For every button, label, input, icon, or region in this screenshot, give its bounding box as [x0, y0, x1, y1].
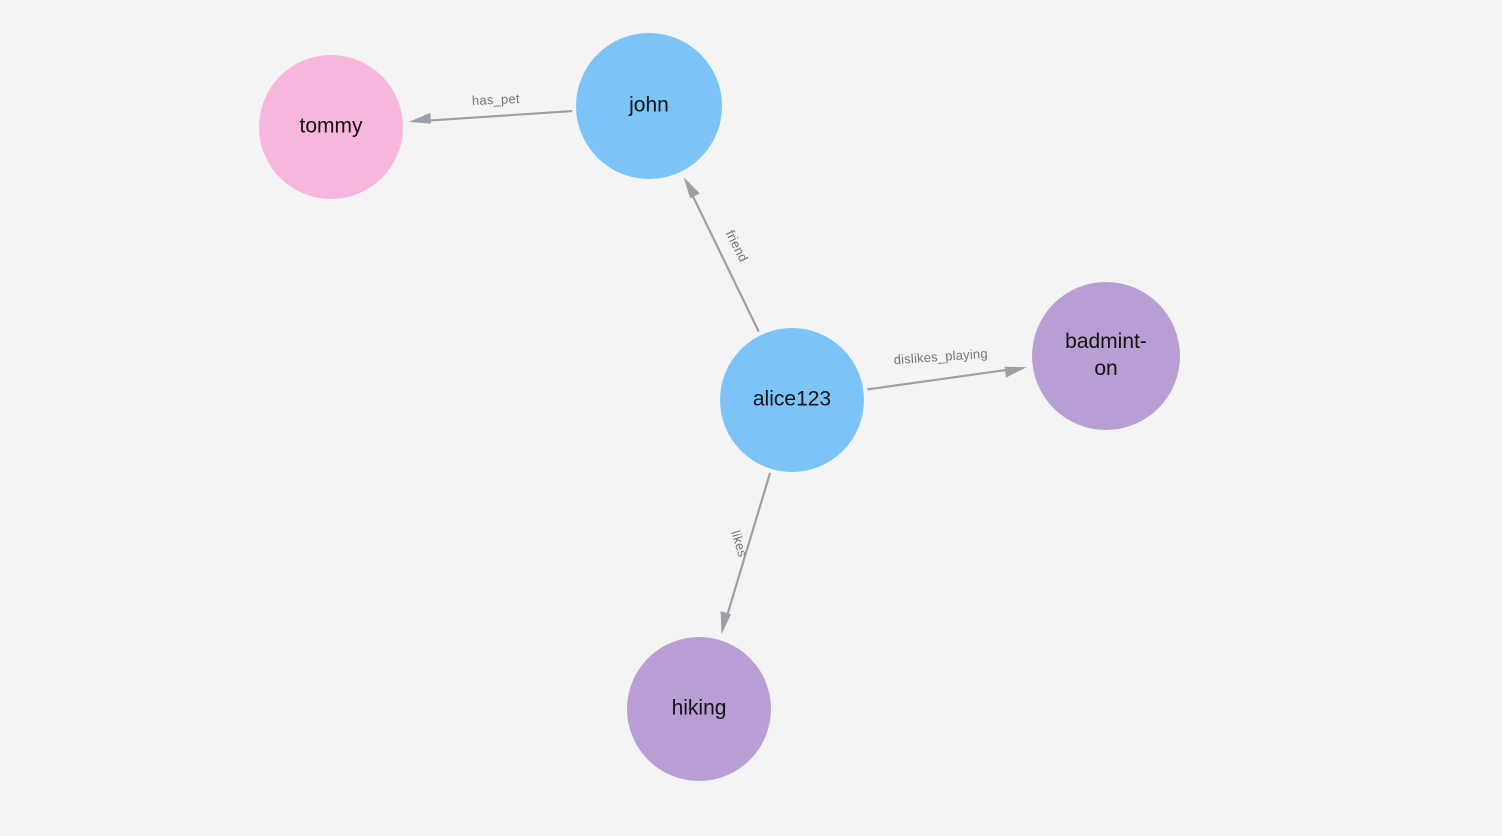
- node-label: on: [1094, 357, 1117, 380]
- node-circle[interactable]: [627, 637, 771, 781]
- graph-edge[interactable]: has_pet: [408, 91, 573, 124]
- graph-node-badminton[interactable]: badmint-on: [1032, 282, 1180, 430]
- edge-line: [725, 472, 772, 620]
- graph-node-tommy[interactable]: tommy: [259, 55, 403, 199]
- nodes-layer: tommy john alice123 badmint-on hiking: [259, 33, 1180, 781]
- graph-edge[interactable]: friend: [683, 177, 760, 333]
- node-circle[interactable]: [576, 33, 722, 179]
- edge-line: [689, 190, 760, 333]
- graph-node-john[interactable]: john: [576, 33, 722, 179]
- node-label: tommy: [300, 115, 364, 138]
- edge-arrowhead-icon: [1004, 366, 1027, 378]
- edge-line: [424, 109, 573, 122]
- graph-node-hiking[interactable]: hiking: [627, 637, 771, 781]
- edge-label: friend: [723, 228, 752, 265]
- graph-edge[interactable]: dislikes_playing: [867, 346, 1027, 391]
- edge-label: likes: [728, 529, 750, 559]
- edge-line: [867, 368, 1012, 391]
- edge-arrowhead-icon: [408, 112, 432, 124]
- graph-node-alice123[interactable]: alice123: [720, 328, 864, 472]
- graph-edge[interactable]: likes: [720, 472, 772, 635]
- node-label: hiking: [672, 697, 727, 720]
- node-circle[interactable]: [1032, 282, 1180, 430]
- node-circle[interactable]: [259, 55, 403, 199]
- edge-label: has_pet: [472, 91, 520, 108]
- edge-label: dislikes_playing: [893, 346, 988, 368]
- node-circle[interactable]: [720, 328, 864, 472]
- node-label: badmint-: [1065, 330, 1147, 353]
- node-label: alice123: [753, 388, 831, 411]
- edge-arrowhead-icon: [720, 611, 732, 635]
- node-label: john: [628, 94, 669, 117]
- edge-arrowhead-icon: [683, 177, 700, 199]
